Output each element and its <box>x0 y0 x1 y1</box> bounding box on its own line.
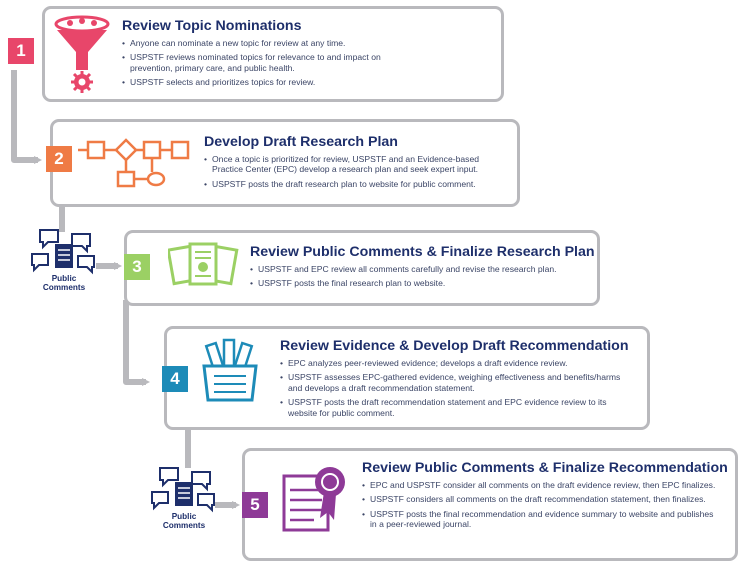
step-4-bullet: EPC analyzes peer-reviewed evidence; dev… <box>280 358 630 368</box>
step-3-bullet: USPSTF and EPC review all comments caref… <box>250 264 590 274</box>
step-1-bullet: USPSTF selects and prioritizes topics fo… <box>122 77 422 87</box>
flowchart-icon <box>78 136 194 193</box>
funnel-gear-icon <box>52 12 112 99</box>
step-4-bullet: USPSTF assesses EPC-gathered evidence, w… <box>280 372 630 393</box>
connector-1-2 <box>14 70 38 160</box>
step-1-bullets: Anyone can nominate a new topic for revi… <box>122 38 422 92</box>
step-1-bullet: USPSTF reviews nominated topics for rele… <box>122 52 422 73</box>
chat-bubbles-icon <box>28 226 100 276</box>
step-4-bullet: USPSTF posts the draft recommendation st… <box>280 397 630 418</box>
step-4-bullets: EPC analyzes peer-reviewed evidence; dev… <box>280 358 630 422</box>
connector-3-4 <box>126 300 146 382</box>
step-5-title: Review Public Comments & Finalize Recomm… <box>362 460 728 476</box>
step-5-bullet: USPSTF posts the final recommendation an… <box>362 509 717 530</box>
step-3-title: Review Public Comments & Finalize Resear… <box>250 244 595 260</box>
step-3-bullets: USPSTF and EPC review all comments caref… <box>250 264 590 293</box>
step-1-bullet: Anyone can nominate a new topic for revi… <box>122 38 422 48</box>
public-comments-1: Public Comments <box>28 226 100 292</box>
certificate-icon <box>280 462 352 551</box>
public-comments-2: Public Comments <box>148 464 220 530</box>
step-5-bullets: EPC and USPSTF consider all comments on … <box>362 480 717 534</box>
step-5-number: 5 <box>242 492 268 518</box>
documents-icon <box>168 240 240 301</box>
public-comments-label: Public Comments <box>148 512 220 530</box>
step-2-number: 2 <box>46 146 72 172</box>
step-2-title: Develop Draft Research Plan <box>204 134 398 150</box>
step-2-bullet: USPSTF posts the draft research plan to … <box>204 179 504 189</box>
step-5-bullet: EPC and USPSTF consider all comments on … <box>362 480 717 490</box>
step-5-bullet: USPSTF considers all comments on the dra… <box>362 494 717 504</box>
chat-bubbles-icon <box>148 464 220 514</box>
step-1-title: Review Topic Nominations <box>122 18 301 34</box>
step-4-title: Review Evidence & Develop Draft Recommen… <box>280 338 628 354</box>
step-4-number: 4 <box>162 366 188 392</box>
step-3-number: 3 <box>124 254 150 280</box>
step-3-bullet: USPSTF posts the final research plan to … <box>250 278 590 288</box>
step-2-bullet: Once a topic is prioritized for review, … <box>204 154 504 175</box>
step-1-number: 1 <box>8 38 34 64</box>
public-comments-label: Public Comments <box>28 274 100 292</box>
evidence-box-icon <box>198 338 262 409</box>
step-2-bullets: Once a topic is prioritized for review, … <box>204 154 504 193</box>
